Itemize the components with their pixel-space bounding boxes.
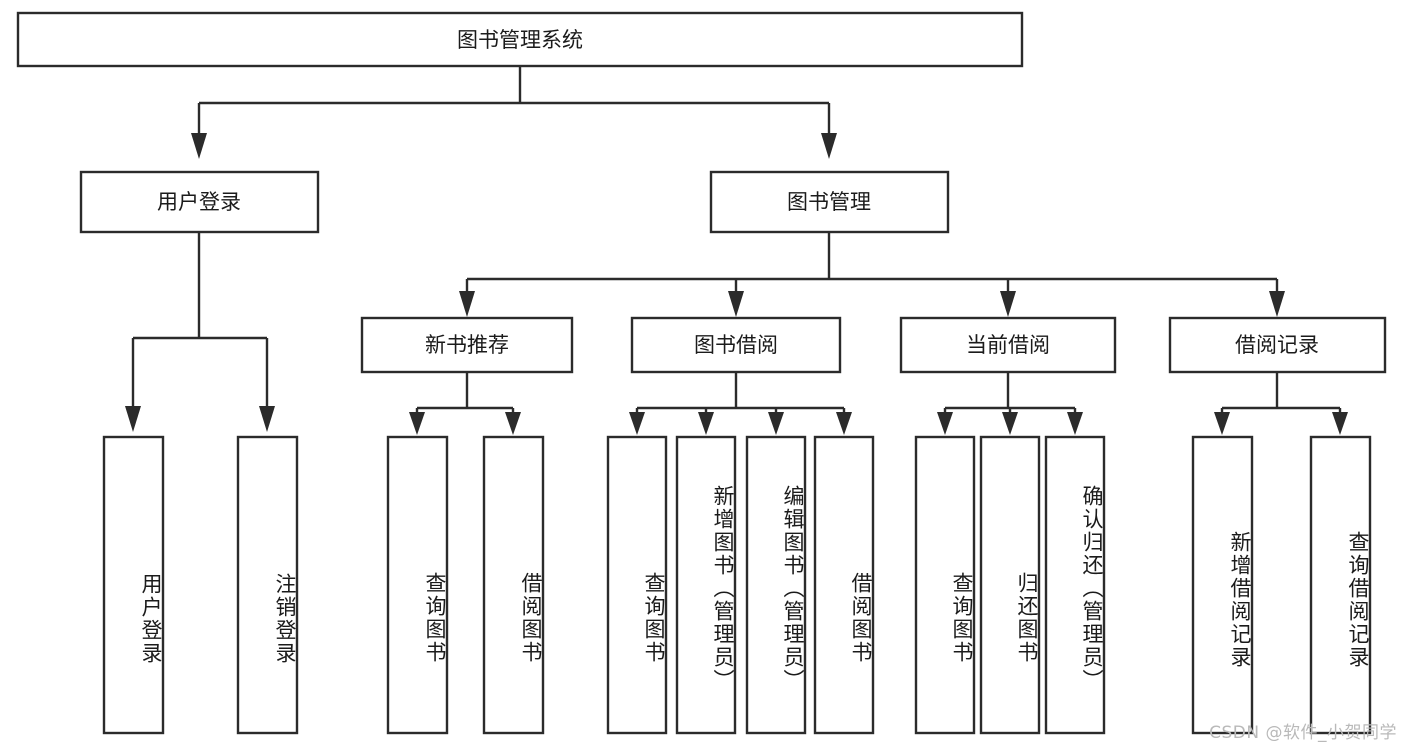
- arrow-head-leaf-query-book-borrow: [629, 412, 645, 435]
- leaf-box-edit-book-admin[interactable]: [745, 435, 807, 735]
- arrow-head-leaf-borrow-book-rec: [505, 412, 521, 435]
- node-user-login-label: 用户登录: [157, 190, 241, 214]
- arrow-head-leaf-add-book-admin: [698, 412, 714, 435]
- arrow-head-leaf-user-login: [125, 406, 141, 432]
- leaf-box-query-borrow-record[interactable]: [1309, 435, 1372, 735]
- node-current-borrow[interactable]: 当前借阅: [899, 316, 1117, 374]
- node-book-borrow-label: 图书借阅: [694, 333, 778, 357]
- arrow-head-leaf-return-book: [1002, 412, 1018, 435]
- leaf-box-query-book-rec[interactable]: [386, 435, 449, 735]
- arrow-head-new-book-recommend: [459, 291, 475, 317]
- arrow-head-leaf-query-book-current: [937, 412, 953, 435]
- leaf-box-return-book[interactable]: [979, 435, 1041, 735]
- watermark-text: CSDN @软件_小贺同学: [1209, 723, 1397, 743]
- node-user-login-box[interactable]: [79, 170, 320, 234]
- node-root[interactable]: 图书管理系统: [16, 11, 1024, 68]
- arrow-head-leaf-query-book-rec: [409, 412, 425, 435]
- leaf-box-borrow-book[interactable]: [813, 435, 875, 735]
- arrow-head-borrow-record: [1269, 291, 1285, 317]
- node-new-book-recommend-box[interactable]: [360, 316, 574, 374]
- node-book-borrow-box[interactable]: [630, 316, 842, 374]
- node-current-borrow-label: 当前借阅: [966, 333, 1050, 357]
- arrow-head-user-login: [191, 133, 207, 159]
- node-book-manage[interactable]: 图书管理: [709, 170, 950, 234]
- leaf-box-add-book-admin[interactable]: [675, 435, 737, 735]
- leaf-box-add-borrow-record[interactable]: [1191, 435, 1254, 735]
- arrow-head-leaf-edit-book-admin: [768, 412, 784, 435]
- leaf-box-borrow-book-rec[interactable]: [482, 435, 545, 735]
- arrow-head-leaf-query-borrow-record: [1332, 412, 1348, 435]
- arrow-head-current-borrow: [1000, 291, 1016, 317]
- node-new-book-recommend[interactable]: 新书推荐: [360, 316, 574, 374]
- leaf-box-query-book-borrow[interactable]: [606, 435, 668, 735]
- arrow-head-leaf-borrow-book: [836, 412, 852, 435]
- leaf-box-logout-login[interactable]: [236, 435, 299, 735]
- node-new-book-recommend-label: 新书推荐: [425, 333, 509, 357]
- leaf-box-query-book-current[interactable]: [914, 435, 976, 735]
- arrow-head-book-borrow: [728, 291, 744, 317]
- arrow-head-leaf-logout-login: [259, 406, 275, 432]
- node-book-borrow[interactable]: 图书借阅: [630, 316, 842, 374]
- node-root-label: 图书管理系统: [457, 28, 583, 52]
- arrow-head-leaf-add-borrow-record: [1214, 412, 1230, 435]
- leaf-box-confirm-return-admin[interactable]: [1044, 435, 1106, 735]
- leaf-box-user-login[interactable]: [102, 435, 165, 735]
- connector-layer: [125, 66, 1348, 435]
- node-borrow-record-label: 借阅记录: [1235, 333, 1319, 357]
- leaf-box-layer: [102, 435, 1372, 735]
- node-user-login[interactable]: 用户登录: [79, 170, 320, 234]
- arrow-head-book-manage: [821, 133, 837, 159]
- node-borrow-record-box[interactable]: [1168, 316, 1387, 374]
- node-book-manage-box[interactable]: [709, 170, 950, 234]
- arrow-head-leaf-confirm-return-admin: [1067, 412, 1083, 435]
- node-book-manage-label: 图书管理: [787, 190, 871, 214]
- node-root-box[interactable]: [16, 11, 1024, 68]
- node-borrow-record[interactable]: 借阅记录: [1168, 316, 1387, 374]
- node-current-borrow-box[interactable]: [899, 316, 1117, 374]
